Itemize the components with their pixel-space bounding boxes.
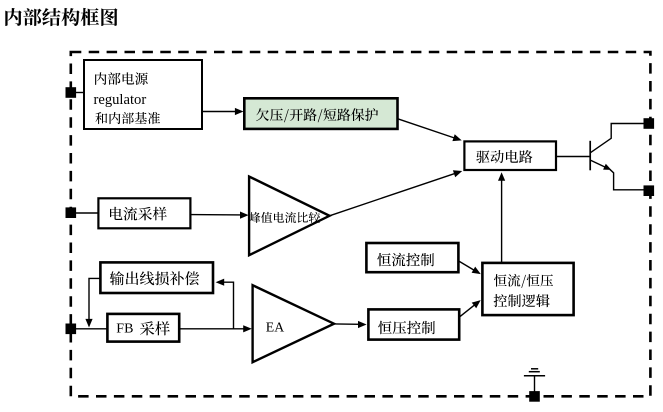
svg-text:FB: FB	[116, 322, 133, 337]
svg-text:EA: EA	[266, 319, 284, 334]
svg-text:regulator: regulator	[94, 92, 147, 108]
